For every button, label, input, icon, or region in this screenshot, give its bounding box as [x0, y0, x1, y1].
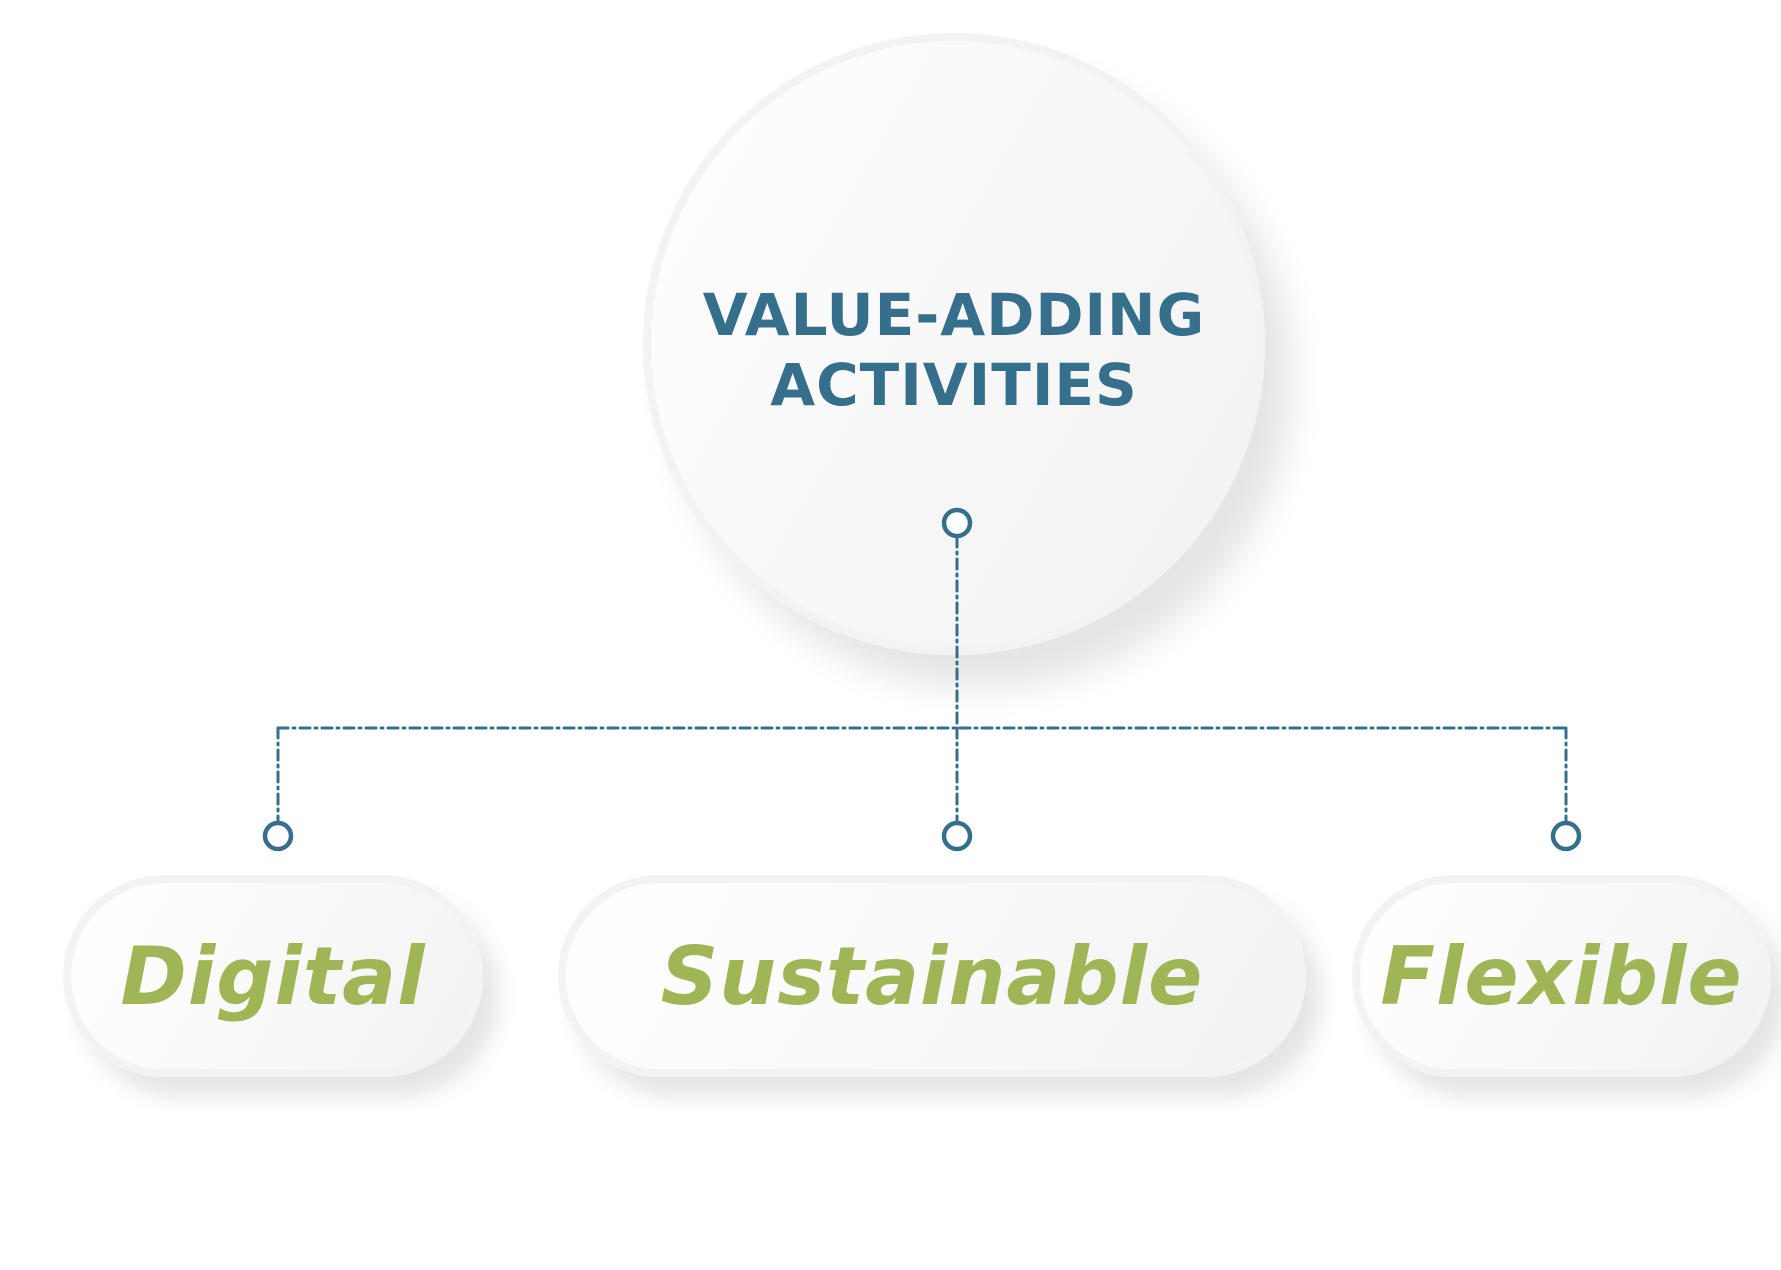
connector-node-flexible	[1550, 820, 1582, 852]
child-node-flexible: Flexible	[1352, 875, 1771, 1077]
child-label-flexible: Flexible	[1380, 929, 1743, 1023]
root-node-circle	[643, 33, 1265, 655]
root-node-title: VALUE-ADDING ACTIVITIES	[643, 280, 1265, 420]
connector-node-sustainable	[941, 820, 973, 852]
child-label-digital: Digital	[120, 929, 426, 1023]
child-label-sustainable: Sustainable	[660, 929, 1204, 1023]
child-node-sustainable: Sustainable	[558, 875, 1306, 1077]
root-title-line-2: ACTIVITIES	[770, 351, 1138, 419]
root-title-line-1: VALUE-ADDING	[702, 281, 1206, 349]
connector-node-digital	[262, 820, 294, 852]
child-node-digital: Digital	[63, 875, 483, 1077]
connector-node-root	[941, 507, 973, 539]
